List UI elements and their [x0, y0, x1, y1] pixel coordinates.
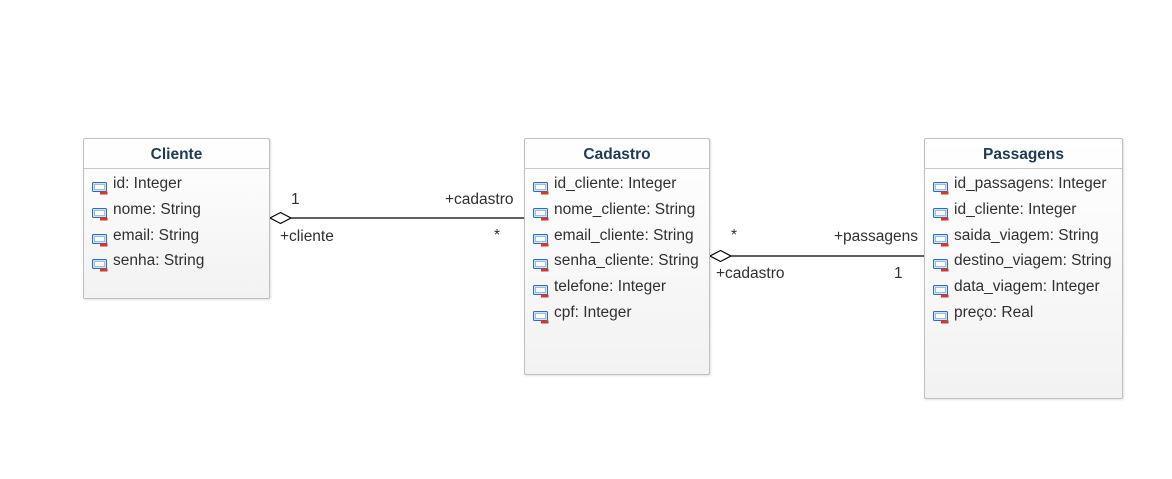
attribute-row[interactable]: id_passagens: Integer [925, 171, 1122, 197]
attribute-icon [92, 255, 108, 272]
attribute-row[interactable]: saida_viagem: String [925, 223, 1122, 249]
attribute-text: id_passagens: Integer [954, 175, 1107, 192]
attribute-icon [933, 204, 949, 221]
attribute-text: id_cliente: Integer [554, 175, 677, 192]
attribute-icon [933, 178, 949, 195]
attribute-icon [92, 230, 108, 247]
class-passagens[interactable]: Passagens id_passagens: Integer id_clien… [924, 138, 1123, 399]
role-cadastro: +cadastro [445, 191, 514, 208]
attribute-row[interactable]: destino_viagem: String [925, 248, 1122, 274]
attribute-row[interactable]: senha_cliente: String [525, 248, 709, 274]
attribute-text: email: String [113, 226, 200, 244]
attribute-text: senha_cliente: String [554, 252, 699, 270]
attribute-row[interactable]: id_cliente: Integer [925, 197, 1122, 223]
multiplicity-cadastro-2: * [731, 227, 738, 244]
attribute-row[interactable]: nome: String [84, 197, 269, 223]
attribute-icon [92, 178, 108, 195]
attribute-text: nome_cliente: String [554, 200, 696, 218]
attribute-row[interactable]: email: String [84, 223, 269, 249]
attribute-text: id: Integer [113, 175, 182, 192]
attribute-text: data_viagem: Integer [954, 278, 1100, 296]
attribute-row[interactable]: id: Integer [84, 171, 269, 197]
attribute-text: senha: String [113, 252, 205, 270]
attribute-row[interactable]: preço: Real [925, 300, 1122, 326]
attribute-icon [533, 230, 549, 247]
attribute-text: saida_viagem: String [954, 226, 1099, 244]
attribute-text: email_cliente: String [554, 226, 694, 244]
attribute-row[interactable]: id_cliente: Integer [525, 171, 709, 197]
attribute-row[interactable]: senha: String [84, 248, 269, 274]
attribute-text: telefone: Integer [554, 278, 667, 296]
attribute-icon [933, 255, 949, 272]
role-passagens: +passagens [834, 228, 919, 245]
attribute-icon [533, 255, 549, 272]
attribute-icon [533, 204, 549, 221]
attribute-list: id_cliente: Integer nome_cliente: String… [525, 169, 709, 326]
class-cliente[interactable]: Cliente id: Integer nome: String email: … [83, 138, 270, 299]
multiplicity-cliente: 1 [291, 191, 300, 208]
class-name: Cadastro [525, 139, 709, 169]
attribute-icon [933, 307, 949, 324]
multiplicity-cadastro: * [494, 227, 501, 244]
attribute-row[interactable]: cpf: Integer [525, 300, 709, 326]
attribute-text: destino_viagem: String [954, 252, 1112, 270]
attribute-icon [533, 178, 549, 195]
class-name: Passagens [925, 139, 1122, 169]
attribute-text: id_cliente: Integer [954, 200, 1077, 218]
attribute-text: preço: Real [954, 303, 1034, 321]
attribute-list: id: Integer nome: String email: String s… [84, 169, 269, 274]
class-name: Cliente [84, 139, 269, 169]
attribute-row[interactable]: nome_cliente: String [525, 197, 709, 223]
aggregation-diamond-cliente [268, 211, 293, 225]
aggregation-diamond-cadastro [708, 249, 733, 263]
role-cadastro-2: +cadastro [716, 265, 785, 282]
attribute-row[interactable]: telefone: Integer [525, 274, 709, 300]
role-cliente: +cliente [280, 228, 334, 245]
attribute-icon [933, 230, 949, 247]
attribute-icon [533, 307, 549, 324]
attribute-row[interactable]: data_viagem: Integer [925, 274, 1122, 300]
multiplicity-passagens: 1 [894, 265, 903, 282]
attribute-text: cpf: Integer [554, 303, 632, 321]
attribute-row[interactable]: email_cliente: String [525, 223, 709, 249]
attribute-text: nome: String [113, 200, 201, 218]
attribute-icon [933, 281, 949, 298]
class-cadastro[interactable]: Cadastro id_cliente: Integer nome_client… [524, 138, 710, 375]
attribute-list: id_passagens: Integer id_cliente: Intege… [925, 169, 1122, 326]
attribute-icon [92, 204, 108, 221]
attribute-icon [533, 281, 549, 298]
